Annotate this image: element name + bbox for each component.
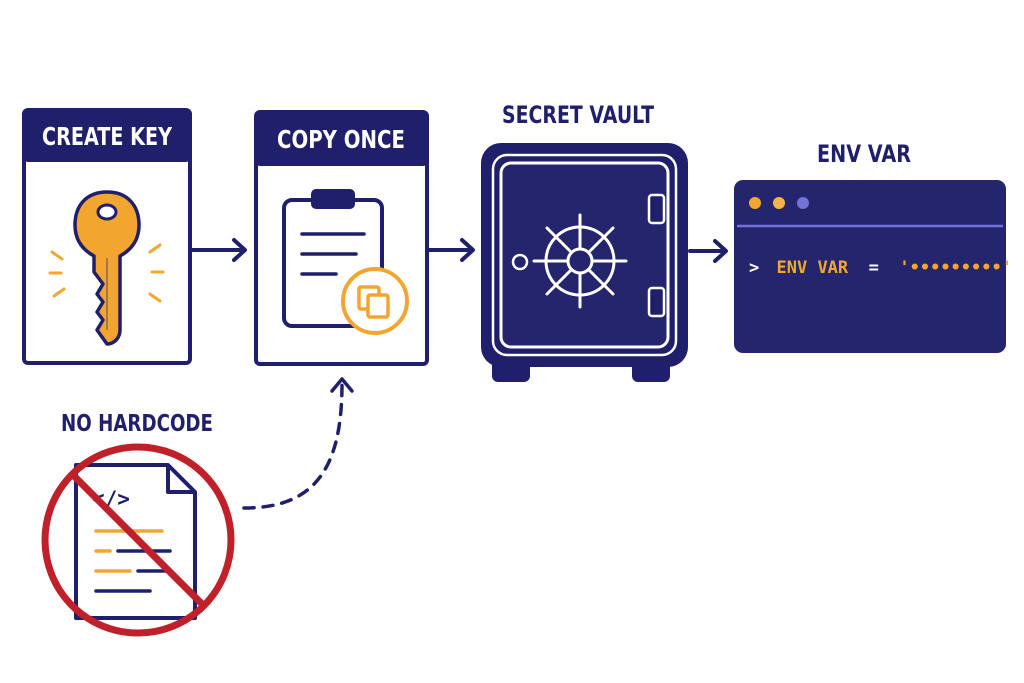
terminal-var-name: ENV VAR <box>777 258 849 278</box>
safe-dial <box>532 213 628 309</box>
prohibited-icon <box>41 443 235 637</box>
terminal-masked-value: '•••••••••' <box>899 258 1012 278</box>
create-key-header <box>24 110 190 162</box>
secret-vault-step: SECRET VAULT <box>481 101 688 382</box>
terminal-command-line: > ENV VAR = '•••••••••' <box>749 258 1012 278</box>
copy-once-step: COPY ONCE <box>254 110 429 366</box>
copy-once-header <box>256 112 427 166</box>
copy-icon <box>341 267 409 335</box>
copy-once-title: COPY ONCE <box>277 125 405 154</box>
safe-icon <box>481 143 688 382</box>
no-hardcode-title: NO HARDCODE <box>61 411 213 437</box>
no-hardcode-warning: NO HARDCODE </> <box>41 377 354 637</box>
terminal-equals: = <box>858 258 889 278</box>
key-icon <box>73 190 141 346</box>
terminal-dot-orange <box>749 197 761 209</box>
terminal-window: > ENV VAR = '•••••••••' <box>734 180 1012 353</box>
terminal-prompt: > <box>749 258 759 278</box>
arrow-vault-to-env <box>688 239 728 263</box>
env-var-title: ENV VAR <box>817 140 911 168</box>
key-sparkle-lines <box>48 243 165 303</box>
arrow-copy-to-vault <box>427 238 475 262</box>
create-key-title: CREATE KEY <box>42 122 173 151</box>
env-var-step: ENV VAR > ENV VAR = '•••••••••' <box>734 140 1012 353</box>
create-key-step: CREATE KEY <box>22 108 192 365</box>
terminal-dot-light-orange <box>773 197 785 209</box>
secret-vault-title: SECRET VAULT <box>502 101 654 129</box>
terminal-dot-purple <box>797 197 809 209</box>
dashed-arrow-to-copy-once <box>242 377 354 510</box>
arrow-create-to-copy <box>190 238 247 262</box>
